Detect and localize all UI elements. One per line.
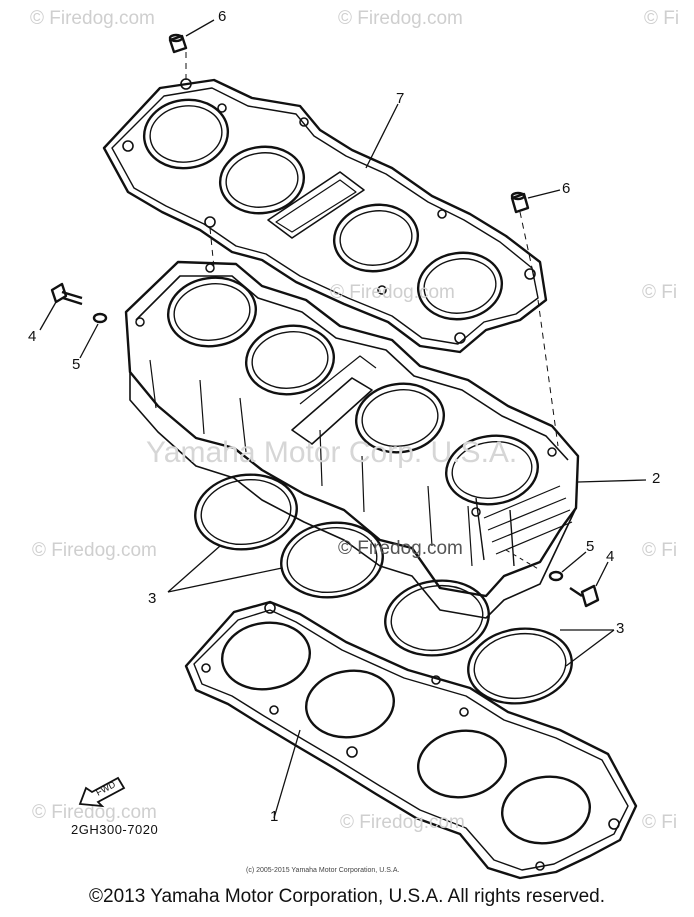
footer-copyright: ©2013 Yamaha Motor Corporation, U.S.A. A… xyxy=(89,886,605,907)
callout-4-left: 4 xyxy=(28,328,37,345)
watermark-firedog: © Fi xyxy=(644,8,680,29)
callout-3-left: 3 xyxy=(148,590,157,607)
o-ring-1 xyxy=(194,473,298,551)
watermark-firedog: © Firedog.com xyxy=(32,540,157,561)
callout-2: 2 xyxy=(652,470,661,487)
watermark-yamaha: Yamaha Motor Corp. U.S.A. xyxy=(146,436,518,469)
watermark-firedog: © Firedog.com xyxy=(338,538,463,559)
callout-1: 1 xyxy=(270,808,279,825)
callout-6-right: 6 xyxy=(562,180,571,197)
dowel-pin-right xyxy=(510,191,530,214)
bolt-right xyxy=(569,584,600,608)
cylinder-block xyxy=(124,260,580,619)
bolt-left xyxy=(50,282,83,306)
dowel-pin-top xyxy=(168,33,188,54)
o-ring-4 xyxy=(467,627,573,705)
small-copyright: (c) 2005-2015 Yamaha Motor Corporation, … xyxy=(246,867,400,874)
part-code: 2GH300-7020 xyxy=(71,822,159,837)
watermark-firedog: © Fi xyxy=(642,540,678,561)
washer-right xyxy=(548,570,564,582)
watermark-firedog: © Firedog.com xyxy=(340,812,465,833)
head-gasket-top xyxy=(102,78,548,354)
callout-4-right: 4 xyxy=(606,548,615,565)
watermark-firedog: © Firedog.com xyxy=(32,802,157,823)
watermark-firedog: © Fi xyxy=(642,812,678,833)
leader-lines xyxy=(39,19,647,819)
callout-5-right: 5 xyxy=(586,538,595,555)
washer-left xyxy=(92,312,108,324)
watermark-firedog: © Fi xyxy=(642,282,678,303)
o-ring-2 xyxy=(280,521,384,599)
watermark-firedog: © Firedog.com xyxy=(338,8,463,29)
watermark-firedog: © Firedog.com xyxy=(30,8,155,29)
fwd-arrow-icon: FWD xyxy=(78,776,126,808)
callout-7: 7 xyxy=(396,90,405,107)
callout-5-left: 5 xyxy=(72,356,81,373)
callout-6-top: 6 xyxy=(218,8,227,25)
o-ring-3 xyxy=(384,579,490,657)
base-gasket-bottom xyxy=(184,600,638,880)
callout-3-right: 3 xyxy=(616,620,625,637)
watermark-firedog: © Firedog.com xyxy=(330,282,455,303)
